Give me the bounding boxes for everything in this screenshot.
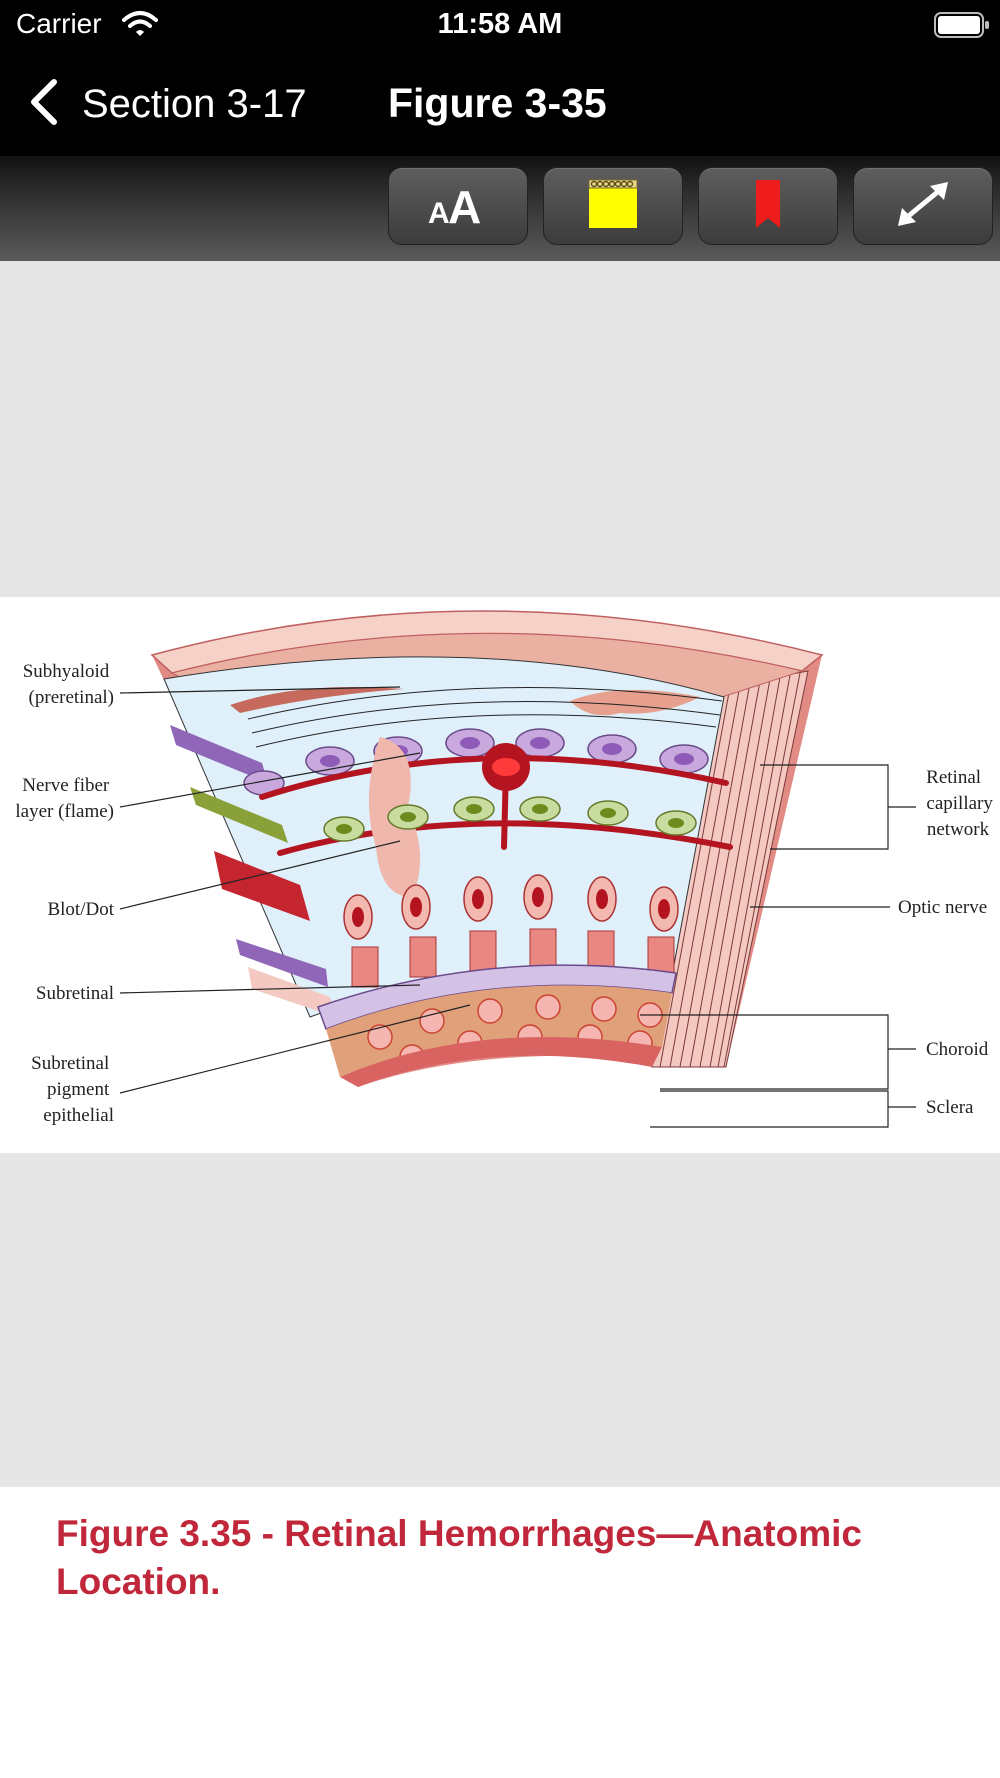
label-nerve-fiber: Nerve fiber layer (flame) [15,775,114,822]
label-choroid: Choroid [926,1039,989,1060]
figure-viewer[interactable]: Subhyaloid (preretinal) Nerve fiber laye… [0,261,1000,1487]
back-button[interactable]: Section 3-17 [28,78,307,130]
label-subretinal: Subretinal [36,983,114,1004]
label-blot-dot: Blot/Dot [47,899,114,920]
retinal-hemorrhage-illustration[interactable]: Subhyaloid (preretinal) Nerve fiber laye… [0,597,1000,1153]
carrier-label: Carrier [16,8,102,39]
figure-caption: Figure 3.35 - Retinal Hemorrhages—Anatom… [56,1513,862,1602]
fullscreen-button[interactable] [853,167,993,245]
notes-button[interactable] [543,167,683,245]
label-subhyaloid: Subhyaloid (preretinal) [23,661,114,708]
notepad-icon [586,178,640,235]
label-subretinal-pigment-epithelial: Subretinal pigment epithelial [31,1053,114,1126]
clock: 11:58 AM [437,8,563,40]
bookmark-button[interactable] [698,167,838,245]
page-title: Figure 3-35 [388,80,607,126]
chevron-left-icon [28,78,58,131]
bookmark-icon [754,178,782,235]
expand-arrows-icon [892,178,954,235]
label-retinal-capillary-network: Retinal capillary network [926,767,997,840]
font-size-button[interactable]: A A [388,167,528,245]
status-bar: Carrier 11:58 AM [0,0,1000,52]
navigation-bar: Section 3-17 Figure 3-35 [0,52,1000,156]
font-size-icon: A A [426,181,490,233]
toolbar: A A [0,156,1000,261]
label-optic-nerve: Optic nerve [898,897,987,918]
svg-text:A: A [448,181,481,227]
wifi-icon [122,10,158,43]
battery-icon [934,12,989,38]
back-label: Section 3-17 [82,81,307,126]
svg-text:A: A [428,197,450,227]
label-sclera: Sclera [926,1097,974,1118]
